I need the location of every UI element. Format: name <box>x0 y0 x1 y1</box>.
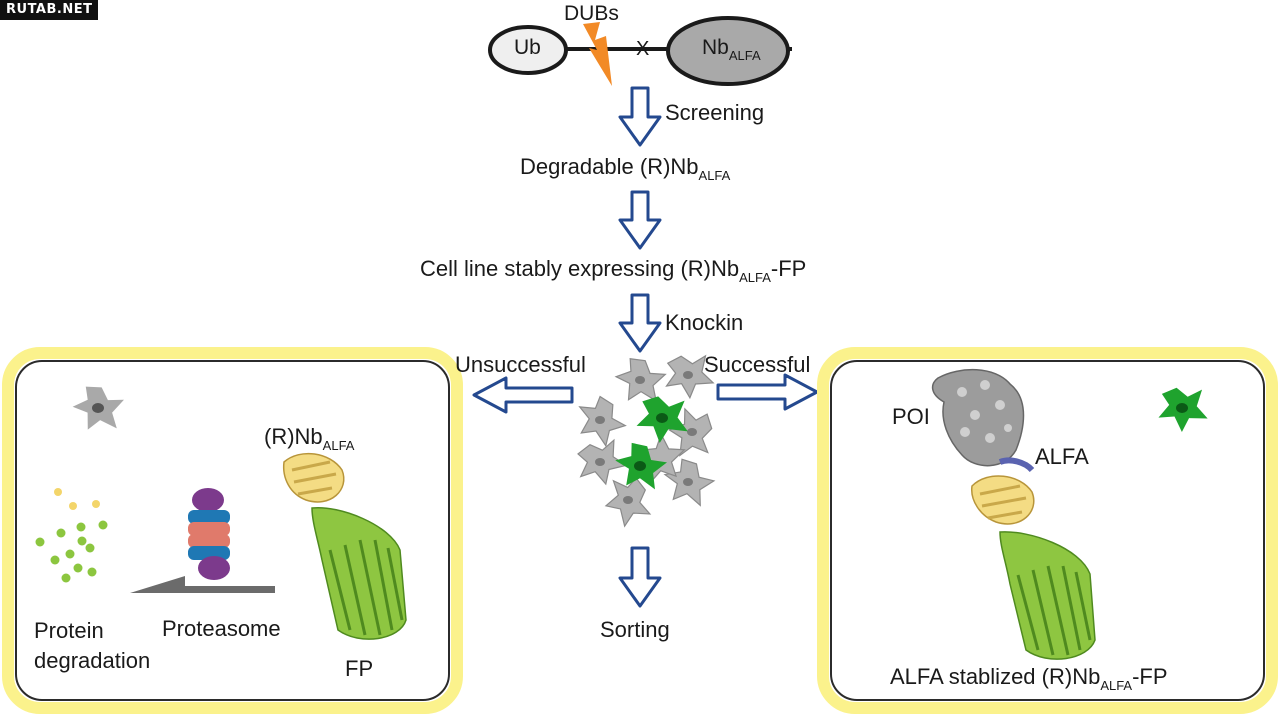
knockin-label: Knockin <box>665 310 744 335</box>
down-arrow-3 <box>618 293 662 353</box>
nanobody-fp-structure-right <box>971 475 1096 660</box>
right-arrow-successful <box>716 373 819 411</box>
nb-alfa-label: NbALFA <box>702 36 761 63</box>
left-panel-frame <box>2 347 463 714</box>
peptide-fragments <box>35 488 108 583</box>
successful-label: Successful <box>704 352 811 377</box>
cell-line-label: Cell line stably expressing (R)NbALFA-FP <box>420 256 807 285</box>
right-panel-inner <box>830 360 1265 701</box>
down-arrow-1 <box>618 86 662 147</box>
left-arrow-unsuccessful <box>472 376 574 414</box>
protein-label: Protein <box>34 618 104 643</box>
cell-cluster <box>566 347 718 532</box>
screening-label: Screening <box>665 100 765 125</box>
fp-label: FP <box>345 656 374 681</box>
poi-label: POI <box>892 404 930 429</box>
alfa-stabilized-label: ALFA stablized (R)NbALFA-FP <box>890 664 1168 693</box>
sorting-label: Sorting <box>600 617 670 642</box>
rnb-alfa-label: (R)NbALFA <box>264 424 355 453</box>
nanobody-fp-structure-left <box>282 452 407 640</box>
nb-oval <box>666 16 790 86</box>
right-panel-frame <box>817 347 1278 714</box>
alfa-tag-helix <box>998 457 1035 473</box>
ub-oval <box>488 25 568 75</box>
down-arrow-4 <box>618 546 662 608</box>
unsuccessful-label: Unsuccessful <box>455 352 586 377</box>
gray-cell-icon <box>69 382 126 435</box>
alfa-label: ALFA <box>1035 444 1089 469</box>
poi-structure <box>931 368 1025 467</box>
x-label: X <box>636 38 650 60</box>
proteasome-icon <box>130 488 275 593</box>
down-arrow-2 <box>618 190 662 250</box>
green-cell-icon <box>1152 381 1212 437</box>
watermark: RUTAB.NET <box>0 0 99 20</box>
degradation-label: degradation <box>34 648 151 673</box>
proteasome-label: Proteasome <box>162 616 281 641</box>
dubs-lightning-icon <box>583 22 612 86</box>
ub-label: Ub <box>514 36 541 59</box>
degradable-label: Degradable (R)NbALFA <box>520 154 731 183</box>
dubs-label: DUBs <box>564 2 619 25</box>
